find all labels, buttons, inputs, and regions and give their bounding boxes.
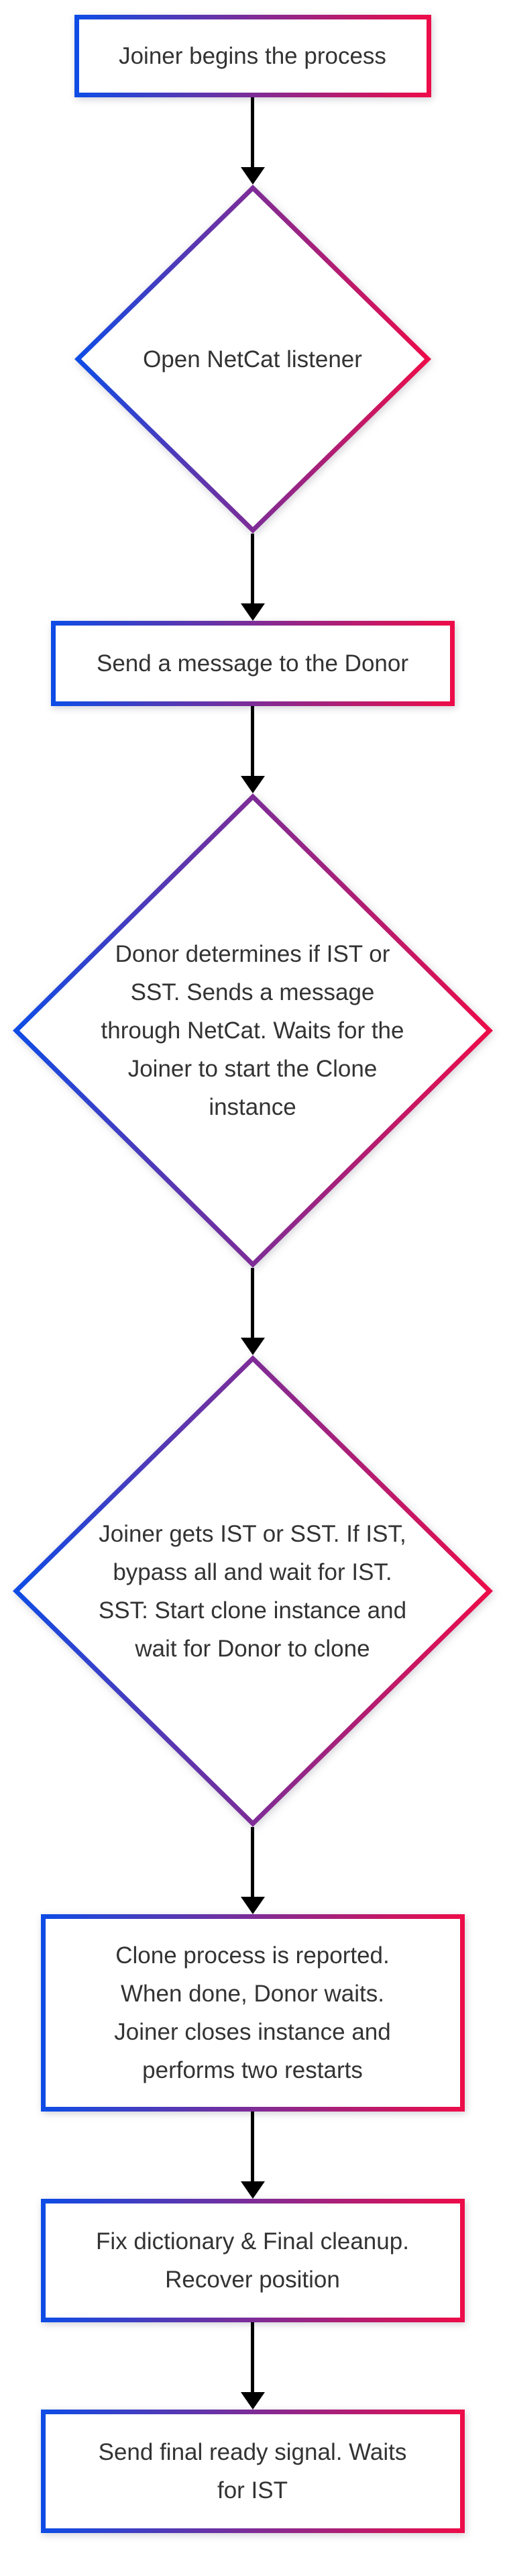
diamond-shape — [12, 793, 493, 1268]
flow-arrow-7 — [240, 2322, 265, 2410]
node-joiner-begins-label: Joiner begins the process — [119, 43, 386, 69]
arrowhead-icon — [240, 603, 265, 621]
node-open-netcat-label: Open NetCat listener — [143, 346, 362, 373]
node-open-netcat: Open NetCat listener — [74, 185, 431, 534]
arrow-stem — [251, 1827, 254, 1897]
arrowhead-icon — [240, 2181, 265, 2199]
arrowhead-icon — [240, 2392, 265, 2410]
flow-arrow-6 — [240, 2112, 265, 2199]
flow-arrow-4 — [240, 1268, 265, 1355]
flow-arrow-1 — [240, 97, 265, 185]
node-joiner-gets: Joiner gets IST or SST. If IST, bypass a… — [12, 1355, 493, 1827]
arrowhead-icon — [240, 167, 265, 185]
node-joiner-begins: Joiner begins the process — [74, 15, 431, 97]
diamond-shape — [12, 1355, 493, 1827]
arrow-stem — [251, 534, 254, 603]
node-fix-dictionary: Fix dictionary & Final cleanup. Recover … — [40, 2199, 465, 2322]
node-clone-reported-label: Clone process is reported. When done, Do… — [114, 1942, 391, 2083]
flow-arrow-3 — [240, 706, 265, 793]
arrowhead-icon — [240, 776, 265, 793]
arrow-stem — [251, 97, 254, 167]
node-final-ready-label: Send final ready signal. Waits for IST — [98, 2439, 407, 2504]
node-fix-dictionary-label: Fix dictionary & Final cleanup. Recover … — [96, 2228, 409, 2293]
node-send-message: Send a message to the Donor — [50, 621, 455, 706]
node-send-message-label: Send a message to the Donor — [96, 650, 408, 677]
node-donor-determines: Donor determines if IST or SST. Sends a … — [12, 793, 493, 1268]
diamond-shape — [74, 185, 431, 534]
node-donor-determines-label: Donor determines if IST or SST. Sends a … — [101, 941, 404, 1120]
arrowhead-icon — [240, 1338, 265, 1355]
flow-arrow-2 — [240, 534, 265, 621]
arrow-stem — [251, 2112, 254, 2181]
node-clone-reported: Clone process is reported. When done, Do… — [40, 1914, 465, 2112]
node-joiner-gets-label: Joiner gets IST or SST. If IST, bypass a… — [98, 1520, 407, 1662]
arrow-stem — [251, 1268, 254, 1338]
arrowhead-icon — [240, 1897, 265, 1914]
node-final-ready: Send final ready signal. Waits for IST — [40, 2410, 465, 2533]
arrow-stem — [251, 2322, 254, 2392]
arrow-stem — [251, 706, 254, 776]
flow-arrow-5 — [240, 1827, 265, 1914]
